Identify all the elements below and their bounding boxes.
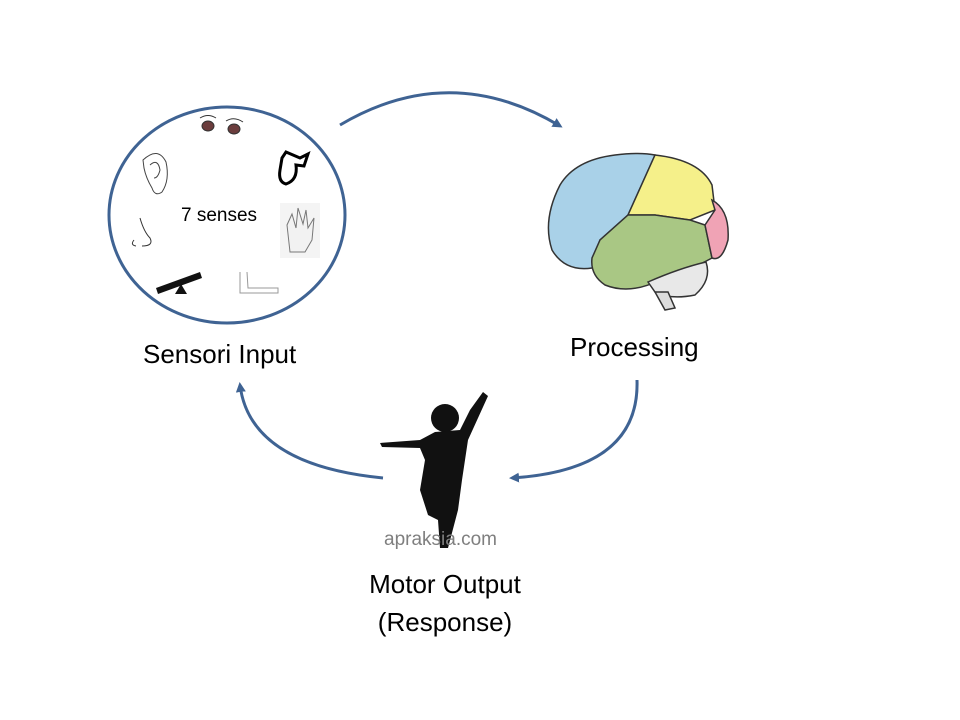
nose-icon [131, 217, 152, 247]
arrow-input-to-processing [339, 91, 563, 128]
arrow-motor-to-input [235, 382, 384, 480]
motor-output-title: Motor Output [369, 569, 521, 599]
balance-icon [156, 272, 202, 294]
eyes-icon [199, 115, 244, 135]
motor-output-label: Motor Output (Response) [320, 565, 570, 641]
occipital-lobe [704, 198, 729, 260]
tongue-icon [278, 150, 311, 186]
watermark: apraksia.com [384, 529, 497, 550]
senses-circle [107, 105, 347, 325]
senses-count-label: 7 senses [181, 205, 258, 226]
motor-output-subtitle: (Response) [377, 607, 513, 637]
processing-label: Processing [570, 332, 699, 362]
brainstem [653, 291, 677, 311]
hand-icon [280, 203, 320, 258]
arm-icon [239, 271, 279, 294]
sensory-input-label: Sensori Input [143, 339, 297, 369]
arrow-processing-to-motor [509, 379, 639, 483]
jumping-child-silhouette [380, 392, 488, 548]
brain-illustration [547, 152, 729, 311]
ear-icon [142, 153, 168, 195]
